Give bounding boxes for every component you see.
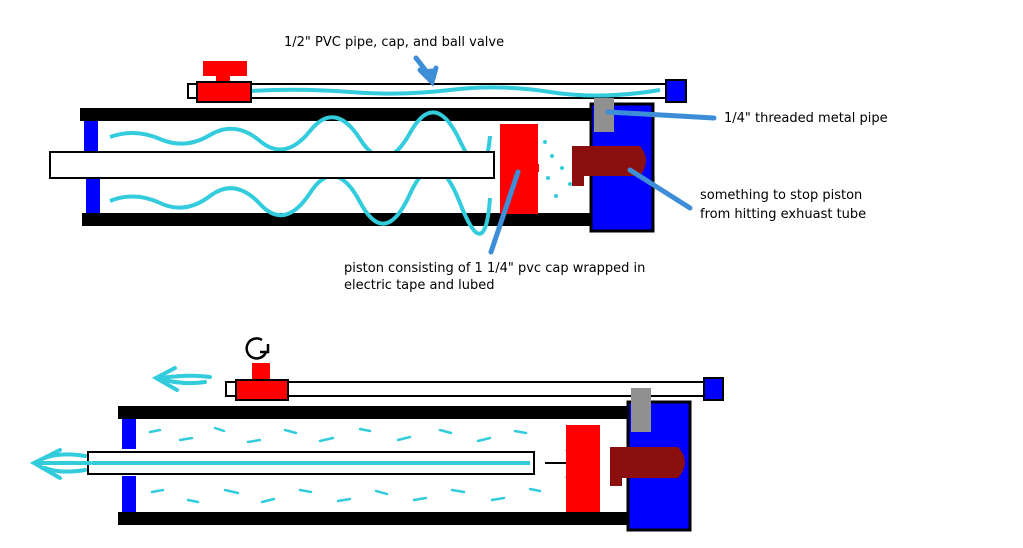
pointer-piston <box>488 169 521 255</box>
top-air-puffs <box>543 140 572 198</box>
top-ball-valve <box>196 61 252 103</box>
bottom-chamber-wall-bottom <box>118 512 652 525</box>
top-air-upper <box>109 110 492 169</box>
pointer-lines <box>413 55 717 255</box>
label-threaded-pipe: 1/4" threaded metal pipe <box>724 111 888 126</box>
bottom-diagram <box>29 337 724 532</box>
label-piston-line2: electric tape and lubed <box>344 278 494 293</box>
label-pvc-pipe: 1/2" PVC pipe, cap, and ball valve <box>284 35 504 50</box>
bottom-chamber-wall-top <box>118 406 630 419</box>
flow-arrow-icon <box>151 366 212 392</box>
bottom-chamber-end-cap-lower <box>122 476 136 512</box>
bottom-pipe-end-cap <box>703 377 724 401</box>
label-stopper-line2: from hitting exhuast tube <box>700 207 866 222</box>
top-stopper <box>572 146 646 176</box>
rotate-arrow-icon <box>245 337 270 360</box>
pointer-stopper <box>627 167 693 211</box>
label-stopper-line1: something to stop piston <box>700 188 862 203</box>
bottom-air-particles <box>148 426 542 504</box>
top-chamber-wall-top <box>80 108 598 121</box>
barrel-exit-air-icon <box>29 448 92 480</box>
top-barrel <box>49 151 495 179</box>
top-pvc-pipe-air <box>249 85 661 98</box>
top-pipe-end-cap <box>665 79 687 103</box>
bottom-chamber-end-cap-upper <box>122 419 136 449</box>
top-chamber-end-cap-lower <box>86 176 100 213</box>
bottom-piston <box>566 425 600 512</box>
top-chamber-end-cap-upper <box>84 121 98 151</box>
bottom-threaded-metal-pipe <box>631 388 651 432</box>
top-threaded-metal-pipe <box>594 98 614 132</box>
label-piston-line1: piston consisting of 1 1/4" pvc cap wrap… <box>344 261 645 276</box>
pointer-threaded-pipe <box>605 109 717 121</box>
bottom-stopper <box>610 447 685 478</box>
top-piston-nub <box>533 164 539 172</box>
bottom-ball-valve <box>235 363 289 401</box>
top-chamber-wall-bottom <box>82 213 616 226</box>
pointer-pvc-arrowhead <box>417 65 439 87</box>
top-piston <box>500 124 538 214</box>
top-diagram <box>49 61 687 236</box>
